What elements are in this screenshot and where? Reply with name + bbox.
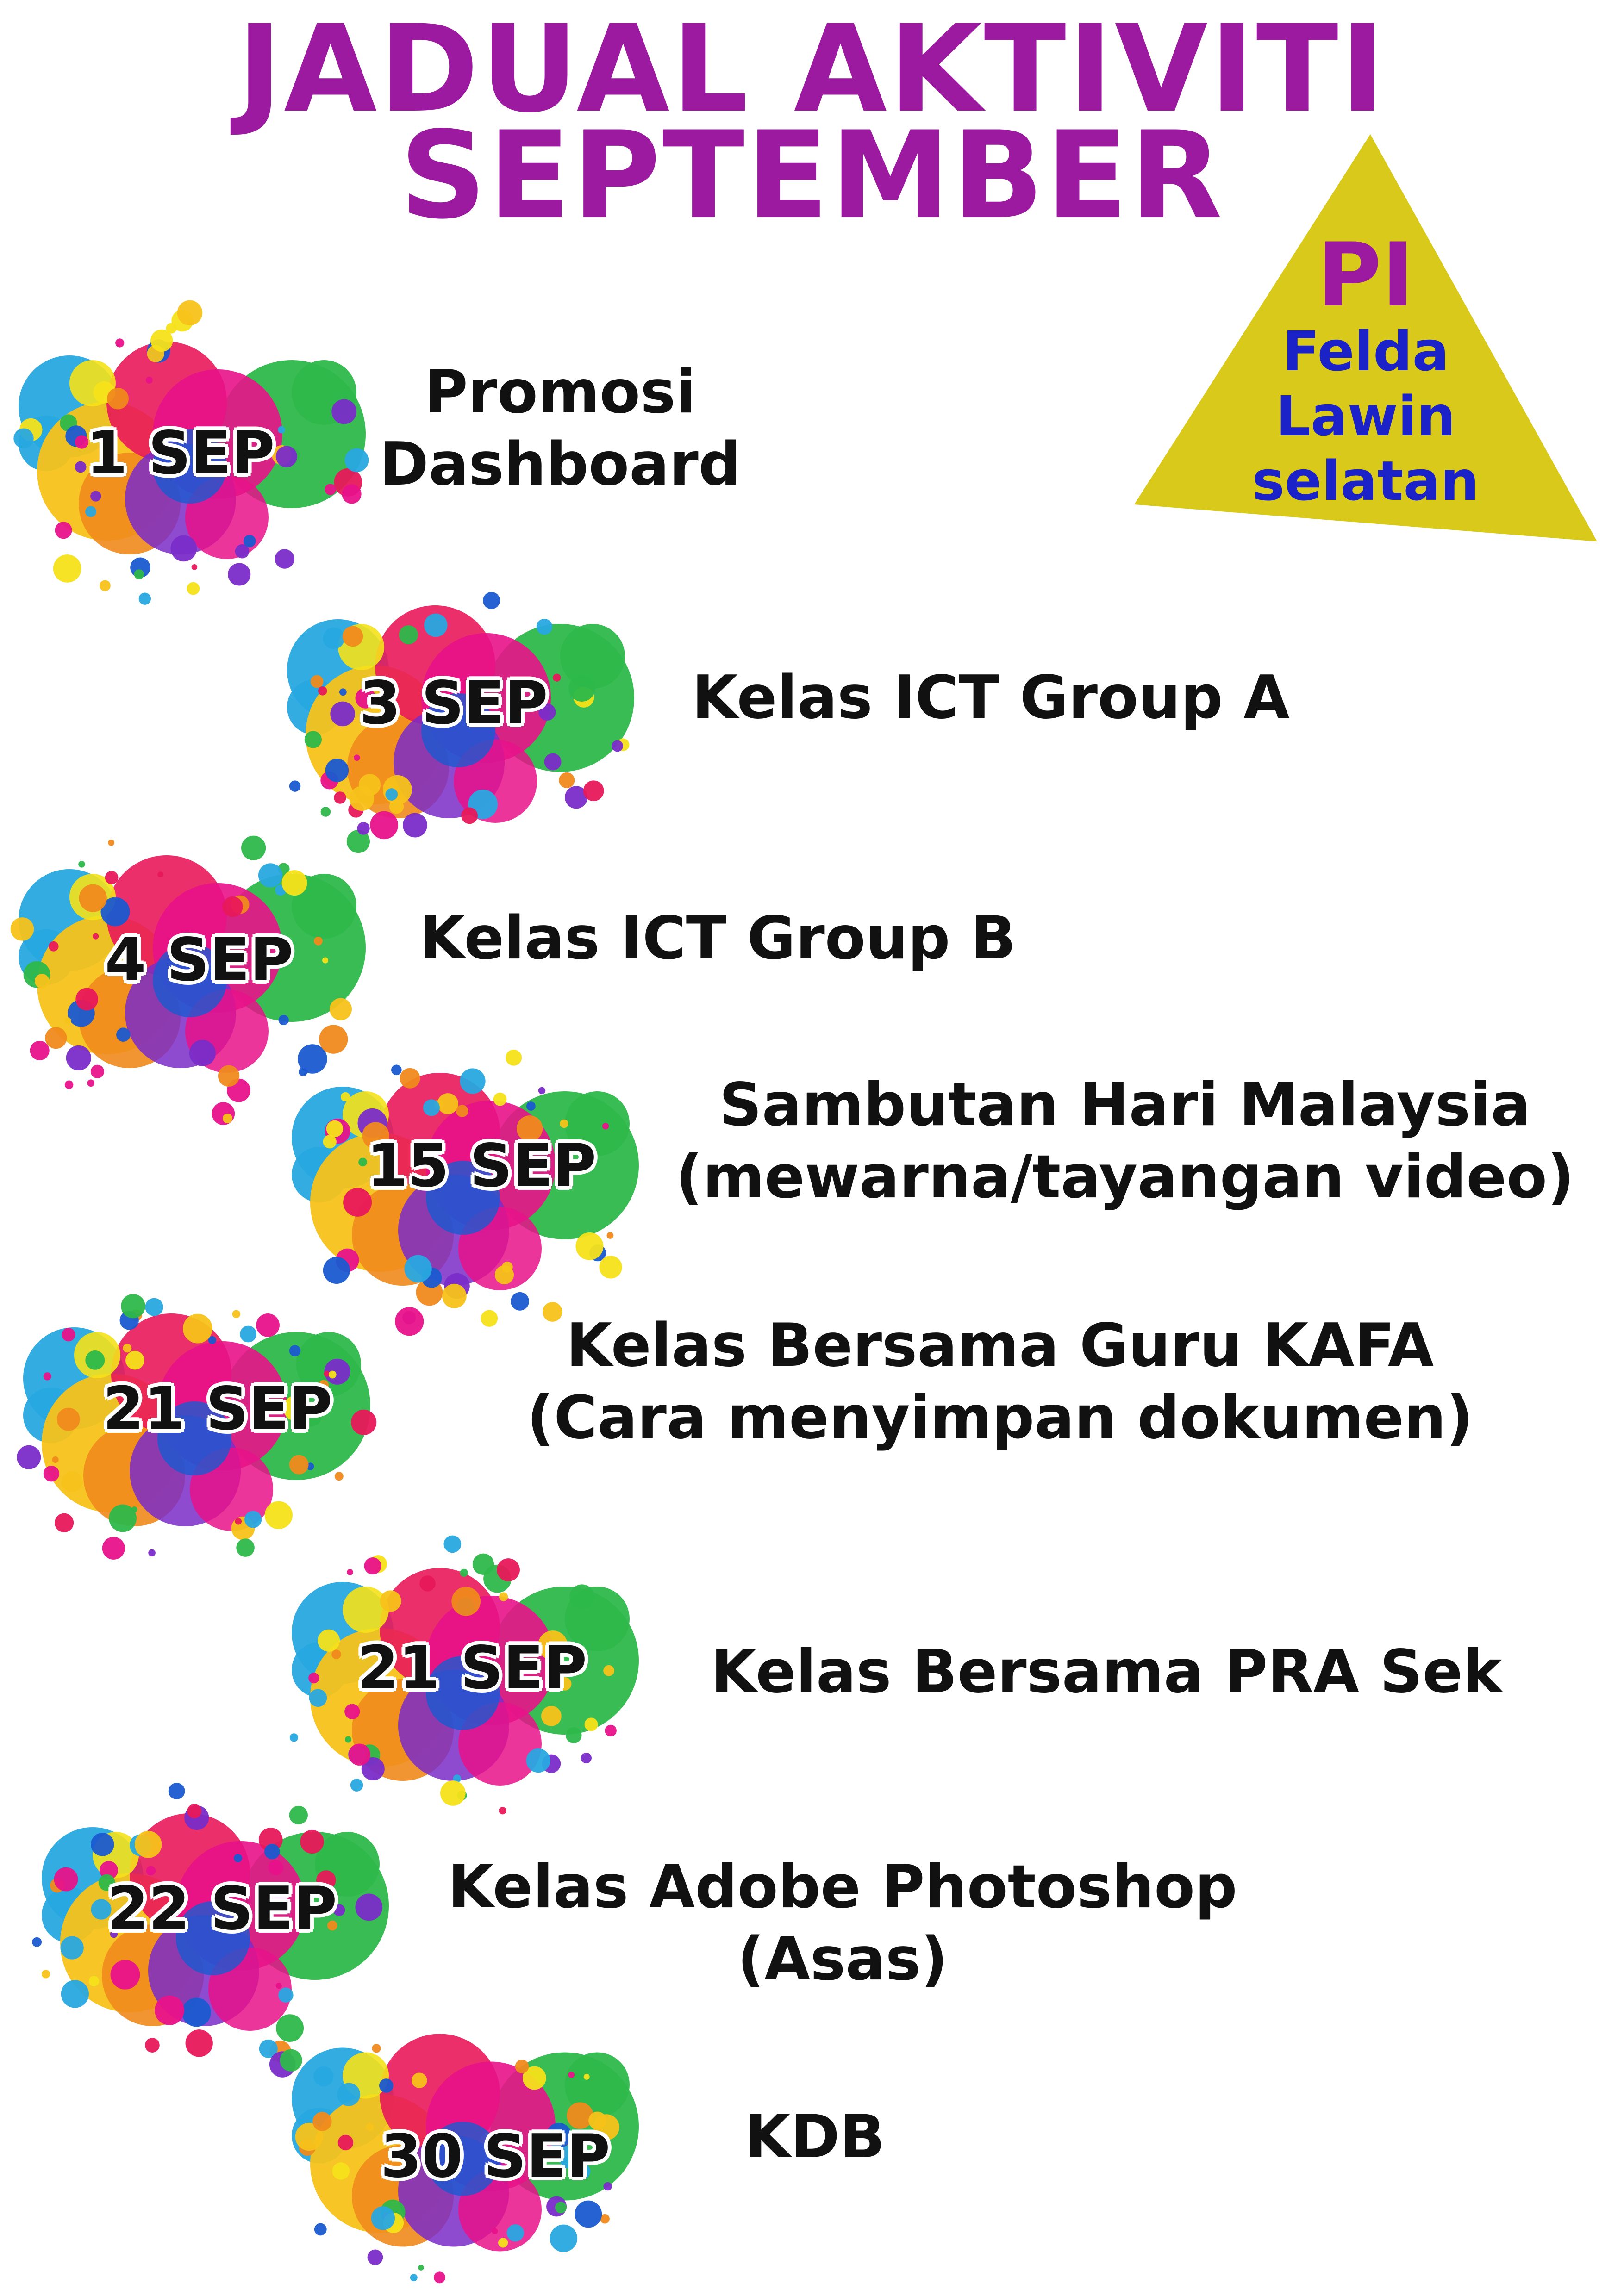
date-label: 15 SEP	[366, 1132, 597, 1201]
date-label: 4 SEP	[105, 926, 294, 995]
paint-splash-icon	[289, 1535, 639, 1815]
activity-title: Promosi Dashboard	[361, 356, 759, 501]
activity-title: Kelas Bersama PRA Sek	[690, 1636, 1523, 1708]
activity-line-1: Kelas Adobe Photoshop	[448, 1853, 1237, 1922]
activity-title: Sambutan Hari Malaysia (mewarna/tayangan…	[648, 1069, 1602, 1213]
activity-line-2: (Asas)	[737, 1925, 948, 1994]
badge-triangle	[1134, 134, 1597, 541]
activity-line-1: Sambutan Hari Malaysia	[719, 1070, 1531, 1139]
activity-title: Kelas ICT Group A	[662, 662, 1319, 734]
badge-title: PI	[1317, 224, 1414, 326]
activity-title: Kelas Bersama Guru KAFA (Cara menyimpan …	[486, 1310, 1514, 1454]
activity-line-2: (Cara menyimpan dokumen)	[526, 1383, 1474, 1453]
paint-splash-icon	[17, 1294, 377, 1560]
activity-line-1: KDB	[744, 2103, 885, 2172]
activity-title: Kelas ICT Group B	[389, 902, 1046, 975]
title-line-1: JADUAL AKTIVITI	[237, 0, 1387, 139]
paint-splash-icon	[13, 300, 369, 605]
activity-line-1: Promosi	[424, 358, 696, 427]
activity-title: Kelas Adobe Photoshop (Asas)	[426, 1851, 1259, 1996]
activity-title: KDB	[713, 2101, 917, 2173]
activity-line-1: Kelas ICT Group A	[692, 663, 1290, 732]
date-label: 21 SEP	[102, 1375, 333, 1444]
badge-line-1: Felda	[1282, 319, 1449, 383]
date-label: 21 SEP	[357, 1634, 587, 1703]
title-line-2: SEPTEMBER	[400, 106, 1224, 246]
activity-line-1: Kelas Bersama PRA Sek	[711, 1637, 1502, 1706]
date-label: 30 SEP	[380, 2122, 611, 2191]
date-label: 1 SEP	[86, 419, 275, 488]
activity-line-2: (mewarna/tayangan video)	[675, 1143, 1574, 1212]
activity-line-2: Dashboard	[379, 430, 741, 499]
paint-splash-icon	[292, 1049, 639, 1336]
badge-line-2: Lawin	[1275, 384, 1456, 448]
activity-line-1: Kelas Bersama Guru KAFA	[566, 1311, 1434, 1380]
activity-line-1: Kelas ICT Group B	[419, 904, 1016, 973]
paint-splash-icon	[292, 2034, 639, 2284]
school-badge: PI Felda Lawin selatan	[1130, 130, 1602, 546]
date-label: 22 SEP	[107, 1874, 337, 1943]
date-label: 3 SEP	[359, 669, 548, 738]
paint-splash-icon	[32, 1783, 389, 2078]
paint-splash-icon	[287, 591, 634, 853]
badge-line-3: selatan	[1252, 449, 1480, 513]
paint-splash-icon	[10, 835, 366, 1125]
